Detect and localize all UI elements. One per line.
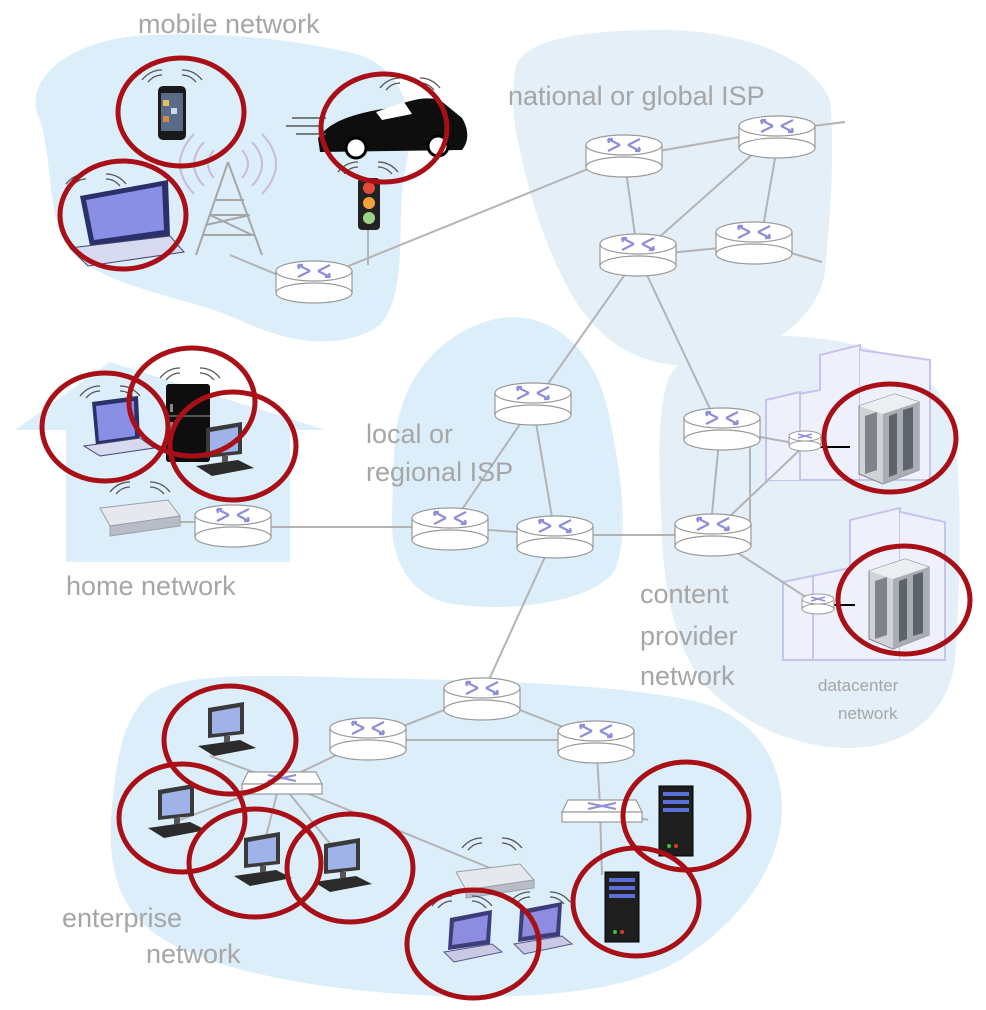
datacenter-label-line2: network bbox=[838, 704, 898, 723]
router-icon bbox=[788, 430, 822, 452]
highlight-circle-icon bbox=[161, 683, 299, 797]
router-icon bbox=[193, 503, 273, 549]
router-icon bbox=[584, 133, 664, 179]
highlight-circle-icon bbox=[570, 845, 702, 959]
highlight-circle-icon bbox=[115, 55, 247, 169]
highlight-circle-icon bbox=[57, 158, 189, 272]
host-highlights bbox=[39, 55, 973, 1001]
server-rack-icon bbox=[868, 558, 930, 650]
national-isp-region bbox=[513, 30, 833, 366]
highlight-circle-icon bbox=[835, 543, 973, 657]
server-rack-icon bbox=[604, 871, 640, 943]
wifi-access-point-icon bbox=[431, 837, 571, 909]
highlight-circle-icon bbox=[116, 761, 248, 875]
highlight-circle-icon bbox=[186, 806, 324, 920]
content-provider-label-line2: provider bbox=[640, 621, 738, 651]
server-rack-icon bbox=[658, 785, 694, 857]
router-icon bbox=[515, 514, 595, 560]
mobile-network-label: mobile network bbox=[138, 9, 320, 39]
datacenter-label-line1: datacenter bbox=[818, 676, 899, 695]
router-icon bbox=[737, 114, 817, 160]
national-isp-label: national or global ISP bbox=[508, 81, 765, 111]
regional-isp-label-line2: regional ISP bbox=[366, 457, 514, 487]
router-icon bbox=[442, 676, 522, 722]
regional-isp-label-line1: local or bbox=[366, 419, 454, 449]
laptop-icon bbox=[65, 173, 185, 267]
router-icon bbox=[801, 593, 835, 615]
highlight-circle-icon bbox=[318, 71, 450, 185]
content-provider-label-line3: network bbox=[640, 661, 735, 691]
smartphone-icon bbox=[141, 69, 203, 140]
router-icon bbox=[556, 719, 636, 765]
wifi-access-point-icon bbox=[99, 481, 181, 537]
router-icon bbox=[493, 381, 573, 427]
server-rack-icon bbox=[858, 393, 920, 485]
router-icon bbox=[410, 506, 490, 552]
router-icon bbox=[328, 716, 408, 762]
highlight-circle-icon bbox=[284, 811, 416, 925]
content-provider-label-line1: content bbox=[640, 579, 729, 609]
switch-icon bbox=[561, 799, 643, 823]
home-network-label: home network bbox=[66, 571, 236, 601]
router-icon bbox=[598, 232, 678, 278]
highlight-circle-icon bbox=[821, 381, 959, 495]
highlight-circle-icon bbox=[404, 887, 542, 1001]
router-icon bbox=[714, 220, 794, 266]
router-icon bbox=[274, 259, 354, 305]
router-icon bbox=[682, 406, 762, 452]
router-icon bbox=[673, 512, 753, 558]
enterprise-label-line1: enterprise bbox=[62, 903, 183, 933]
car-icon bbox=[286, 77, 468, 160]
highlight-circle-icon bbox=[126, 345, 258, 459]
traffic-light-icon bbox=[337, 161, 399, 230]
highlight-circle-icon bbox=[39, 370, 171, 484]
enterprise-label-line2: network bbox=[146, 939, 241, 969]
highlight-circle-icon bbox=[167, 389, 299, 503]
